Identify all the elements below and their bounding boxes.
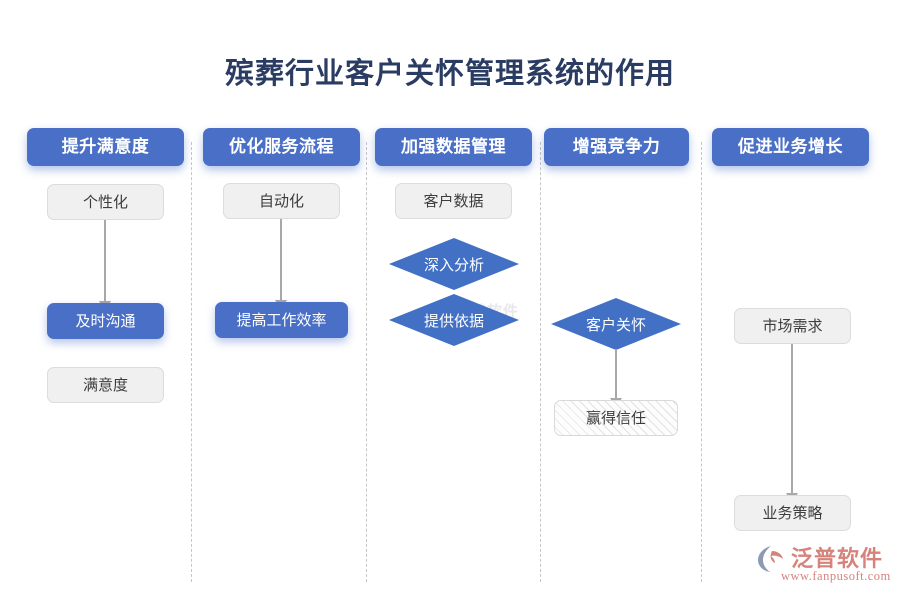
column-header-3[interactable]: 加强数据管理	[375, 128, 532, 166]
column-header-2[interactable]: 优化服务流程	[203, 128, 360, 166]
node-col4-win-trust[interactable]: 赢得信任	[554, 400, 678, 436]
node-col5-business-strategy[interactable]: 业务策略	[734, 495, 851, 531]
node-col3-customer-data[interactable]: 客户数据	[395, 183, 512, 219]
node-col3-deep-analysis[interactable]: 深入分析	[389, 238, 519, 290]
column-divider-4	[701, 142, 702, 582]
node-col1-communication[interactable]: 及时沟通	[47, 303, 164, 339]
node-col2-automation[interactable]: 自动化	[223, 183, 340, 219]
node-col1-personalization[interactable]: 个性化	[47, 184, 164, 220]
logo-mark-icon	[758, 546, 783, 572]
node-col2-efficiency[interactable]: 提高工作效率	[215, 302, 348, 338]
column-divider-3	[540, 142, 541, 582]
arrow-col5-1	[786, 344, 798, 503]
page-title: 殡葬行业客户关怀管理系统的作用	[224, 58, 675, 90]
node-col5-market-demand[interactable]: 市场需求	[734, 308, 851, 344]
node-col4-customer-care[interactable]: 客户关怀	[551, 298, 681, 350]
arrow-col2-1	[275, 219, 287, 310]
column-divider-1	[191, 142, 192, 582]
column-divider-2	[366, 142, 367, 582]
arrow-col4-1	[610, 349, 622, 408]
node-col1-satisfaction[interactable]: 满意度	[47, 367, 164, 403]
arrow-col1-1	[99, 220, 111, 311]
logo-company-name: 泛普软件	[791, 546, 884, 571]
column-header-4[interactable]: 增强竞争力	[544, 128, 689, 166]
column-header-5[interactable]: 促进业务增长	[712, 128, 869, 166]
company-logo: 泛普软件 www.fanpusoft.com	[757, 541, 892, 591]
column-header-1[interactable]: 提升满意度	[27, 128, 184, 166]
logo-website-url: www.fanpusoft.com	[781, 569, 891, 583]
